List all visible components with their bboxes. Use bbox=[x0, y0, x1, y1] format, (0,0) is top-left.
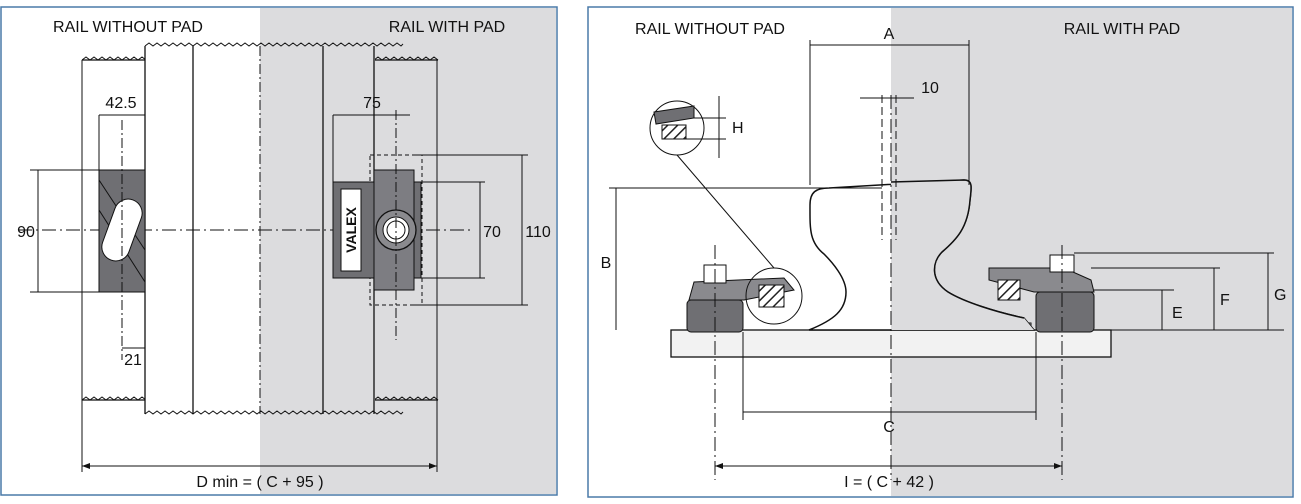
detail-h-leader bbox=[676, 154, 775, 269]
rail-profile-shaded bbox=[891, 180, 1034, 330]
base-plate-wave-bottom bbox=[81, 396, 439, 401]
dim-70-label: 70 bbox=[483, 224, 501, 241]
dim-75-label: 75 bbox=[363, 95, 381, 112]
rail-wave-top bbox=[144, 42, 404, 47]
detail-h-insert bbox=[661, 124, 687, 140]
dim-110-label: 110 bbox=[525, 224, 551, 241]
dim-21-label: 21 bbox=[124, 352, 142, 369]
right-title-with-pad: RAIL WITH PAD bbox=[1064, 21, 1180, 38]
dim-h-label: H bbox=[732, 120, 744, 137]
left-title-without-pad: RAIL WITHOUT PAD bbox=[53, 19, 203, 36]
dim-e-label: E bbox=[1172, 305, 1183, 322]
pad-zone-shade-right bbox=[891, 8, 1292, 496]
valex-brand-text: VALEX bbox=[343, 207, 359, 253]
left-clamp-insert bbox=[758, 284, 785, 308]
dim-b-label: B bbox=[601, 255, 612, 272]
section-view-diagram: H A 10 B E F G C I = ( C + 42 ) RAIL WIT… bbox=[587, 6, 1294, 498]
dim-90-label: 90 bbox=[17, 224, 35, 241]
rail-wave-bottom bbox=[144, 410, 404, 415]
right-clamp-insert bbox=[997, 279, 1021, 301]
dim-i-label: I = ( C + 42 ) bbox=[844, 474, 934, 491]
rail-profile-shaded-edge bbox=[890, 179, 1025, 319]
left-title-with-pad: RAIL WITH PAD bbox=[389, 19, 505, 36]
right-clamp-base bbox=[1035, 291, 1095, 333]
valex-label-box bbox=[340, 188, 362, 272]
dim-dmin-label: D min = ( C + 95 ) bbox=[196, 474, 323, 491]
dim-42-5-label: 42.5 bbox=[105, 95, 136, 112]
dim-a-label: A bbox=[884, 26, 895, 43]
base-plate-wave-top bbox=[81, 56, 439, 61]
dim-c-label: C bbox=[883, 419, 895, 436]
right-title-without-pad: RAIL WITHOUT PAD bbox=[635, 21, 785, 38]
dim-10-label: 10 bbox=[921, 80, 939, 97]
plan-view-diagram: VALEX 42.5 75 90 70 110 21 D min = ( C +… bbox=[0, 6, 558, 496]
dim-g-label: G bbox=[1274, 287, 1286, 304]
dim-f-label: F bbox=[1220, 292, 1230, 309]
